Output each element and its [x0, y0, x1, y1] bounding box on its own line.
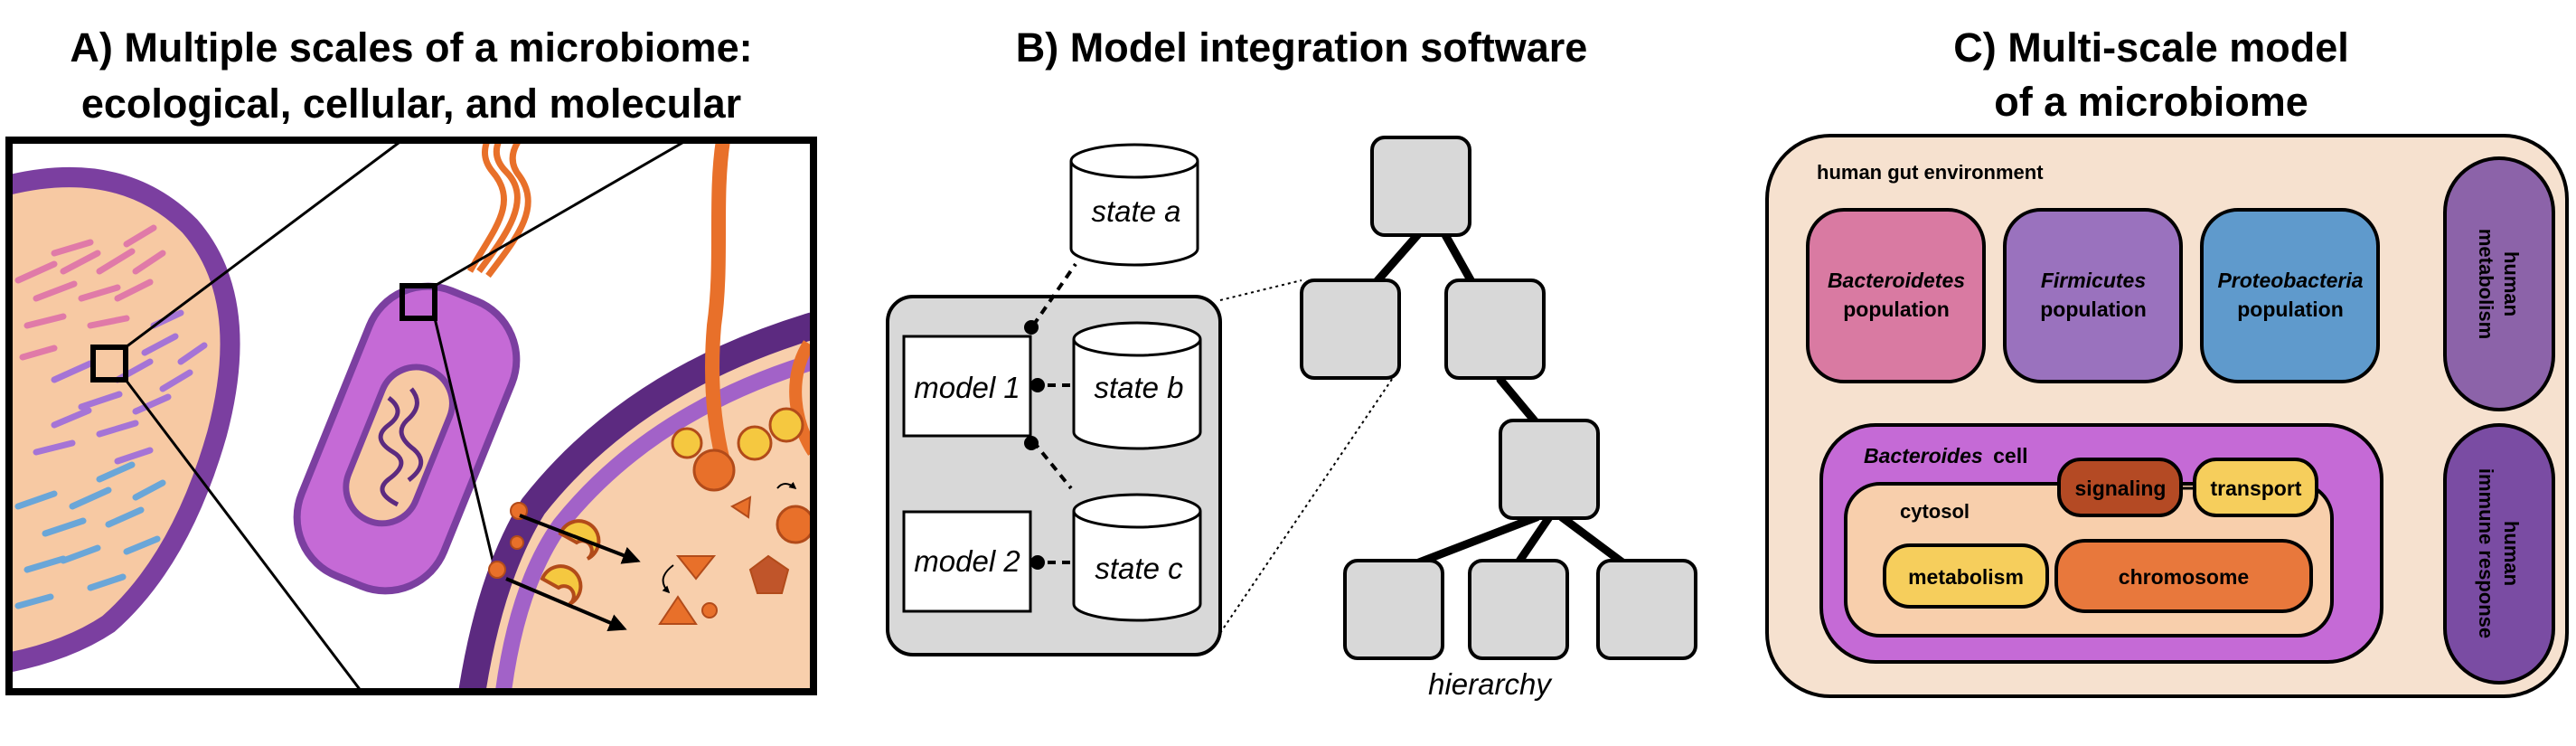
metabolism-process: metabolism: [1883, 543, 2049, 609]
microbiome-illustration: [9, 140, 813, 692]
state-a-store: state a: [1069, 143, 1199, 267]
zoom-line-bottom: [1219, 372, 1397, 634]
state-a-label: state a: [1091, 194, 1180, 228]
side-box-line1: human: [2500, 251, 2523, 316]
pink-bacteria-cluster: [14, 224, 166, 361]
cell-label: Bacteroides cell: [1864, 444, 2028, 467]
cytosol-label: cytosol: [1900, 500, 1970, 523]
model-2-box: model 2: [902, 510, 1032, 613]
zoom-box-1: [90, 345, 128, 382]
state-c-store: state c: [1072, 493, 1202, 622]
population-bacteroidetes: Bacteroidetes population: [1806, 208, 1986, 383]
state-c-label: state c: [1095, 552, 1183, 585]
panel-a-title-line1: A) Multiple scales of a microbiome:: [70, 24, 752, 71]
membrane-closeup: [458, 140, 813, 692]
single-bacterium: [293, 140, 531, 595]
population-name: Proteobacteria: [2217, 269, 2363, 292]
bacteroides-cell: Bacteroides cell cytosol signaling trans…: [1819, 423, 2383, 664]
purple-bacteria-cluster: [33, 309, 208, 465]
community-blob: [9, 167, 240, 673]
tree-node-right: [1444, 279, 1546, 380]
human-metabolism-box: human metabolism: [2443, 156, 2555, 411]
tree-node-leaf-2: [1468, 559, 1569, 660]
transport-process: transport: [2193, 458, 2318, 517]
panel-a-frame: [5, 137, 817, 695]
tree-node-root: [1370, 136, 1471, 237]
population-name: Firmicutes: [2041, 269, 2146, 292]
cell-suffix: cell: [1993, 444, 2027, 467]
model-1-label: model 1: [914, 371, 1020, 404]
signaling-process: signaling: [2057, 458, 2183, 517]
state-b-label: state b: [1094, 371, 1183, 404]
cell-name: Bacteroides: [1864, 444, 1983, 467]
panel-a: A) Multiple scales of a microbiome: ecol…: [5, 24, 817, 695]
population-suffix: population: [2040, 297, 2147, 321]
blue-bacteria-cluster: [14, 461, 166, 609]
chromosome-process: chromosome: [2054, 539, 2313, 613]
port-dots: [1024, 320, 1045, 570]
signaling-label: signaling: [2075, 477, 2167, 500]
panel-c-title-line2: of a microbiome: [1994, 79, 2308, 125]
model-2-label: model 2: [914, 544, 1020, 578]
tree-node-mid: [1499, 419, 1600, 520]
panel-b-title: B) Model integration software: [1016, 24, 1588, 71]
panel-a-title-line2: ecological, cellular, and molecular: [81, 80, 741, 127]
environment-label: human gut environment: [1817, 161, 2044, 184]
panel-c-title-line1: C) Multi-scale model: [1953, 24, 2349, 71]
side-box-line2: immune response: [2475, 468, 2497, 638]
side-box-line1: human: [2500, 521, 2523, 586]
tree-node-left: [1300, 279, 1401, 380]
hierarchy-tree: hierarchy: [1300, 136, 1697, 701]
zoom-line-top: [1219, 279, 1302, 301]
zoom-box-2: [400, 283, 437, 321]
panel-c: C) Multi-scale model of a microbiome hum…: [1765, 24, 2569, 698]
population-suffix: population: [1843, 297, 1950, 321]
transport-label: transport: [2211, 477, 2302, 500]
tree-node-leaf-3: [1596, 559, 1697, 660]
panel-b: B) Model integration software model 1 mo…: [886, 24, 1697, 701]
population-suffix: population: [2237, 297, 2344, 321]
population-firmicutes: Firmicutes population: [2003, 208, 2183, 383]
human-immune-response-box: human immune response: [2443, 423, 2555, 685]
side-box-line2: metabolism: [2475, 229, 2497, 339]
tree-node-leaf-1: [1343, 559, 1444, 660]
hierarchy-label: hierarchy: [1428, 667, 1553, 701]
chromosome-label: chromosome: [2119, 565, 2249, 589]
population-proteobacteria: Proteobacteria population: [2200, 208, 2380, 383]
metabolism-label: metabolism: [1908, 565, 2024, 589]
state-b-store: state b: [1072, 321, 1202, 450]
population-name: Bacteroidetes: [1828, 269, 1965, 292]
model-1-box: model 1: [902, 335, 1032, 438]
